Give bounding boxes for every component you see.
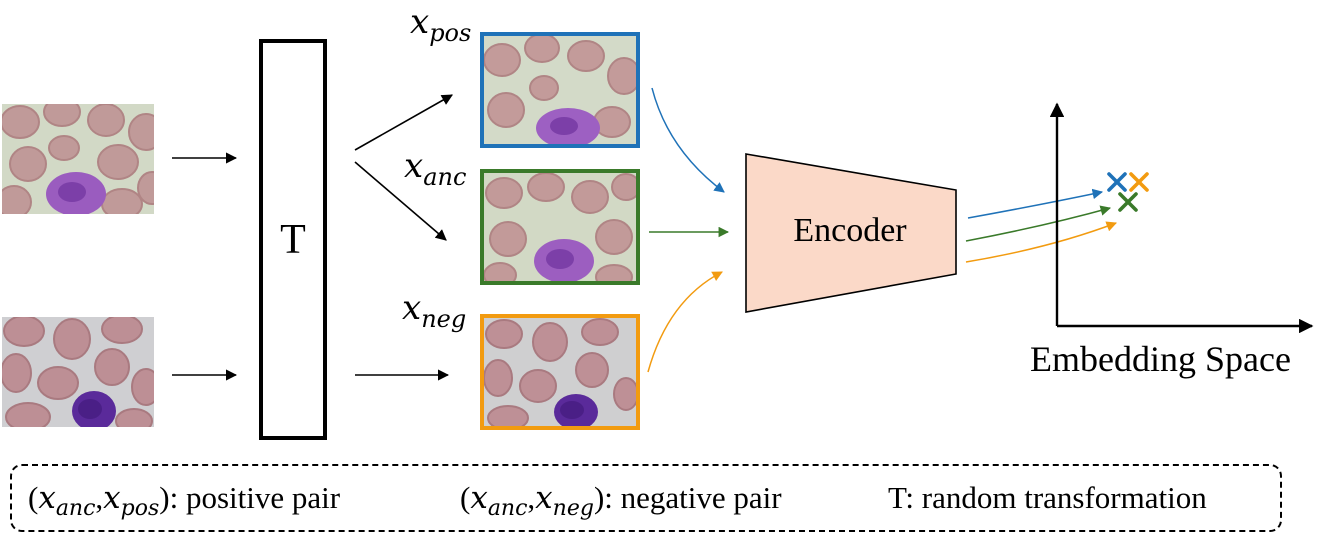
embedding-point-anc — [1118, 192, 1138, 212]
encoder-label: Encoder — [793, 212, 907, 249]
embedding-point-neg — [1129, 172, 1149, 192]
legend-positive-pair: (xanc,xpos): positive pair — [28, 480, 341, 521]
anc-view-label: xanc — [404, 146, 467, 191]
embedding-space-label: Embedding Space — [1030, 339, 1291, 379]
anc-view-image — [480, 169, 640, 285]
encoder-shape — [745, 153, 957, 313]
pos-view-label: xpos — [410, 2, 472, 47]
legend-negative-pair: (xanc,xneg): negative pair — [460, 480, 782, 521]
encoder-to-embedding-orange-arrow — [965, 221, 1117, 263]
pos-to-encoder-arrow — [651, 87, 725, 193]
neg-view-label: xneg — [402, 288, 467, 333]
neg-view-image — [480, 314, 640, 430]
transform-to-pos-arrow — [354, 94, 453, 151]
neg-to-encoder-arrow — [647, 271, 723, 373]
transform-to-anc-arrow — [354, 161, 447, 241]
pos-view-image — [480, 32, 640, 148]
encoder-to-embedding-blue-arrow — [967, 188, 1104, 219]
encoder-to-embedding-green-arrow — [965, 205, 1112, 242]
input-image-2 — [2, 317, 154, 427]
transform-label: T — [280, 216, 306, 263]
transform-box: T — [259, 39, 327, 440]
input-image-1 — [2, 104, 154, 214]
legend-box: (xanc,xpos): positive pair (xanc,xneg): … — [10, 464, 1282, 532]
legend-random-transformation: T: random transformation — [888, 480, 1207, 515]
embedding-point-pos — [1107, 172, 1127, 192]
